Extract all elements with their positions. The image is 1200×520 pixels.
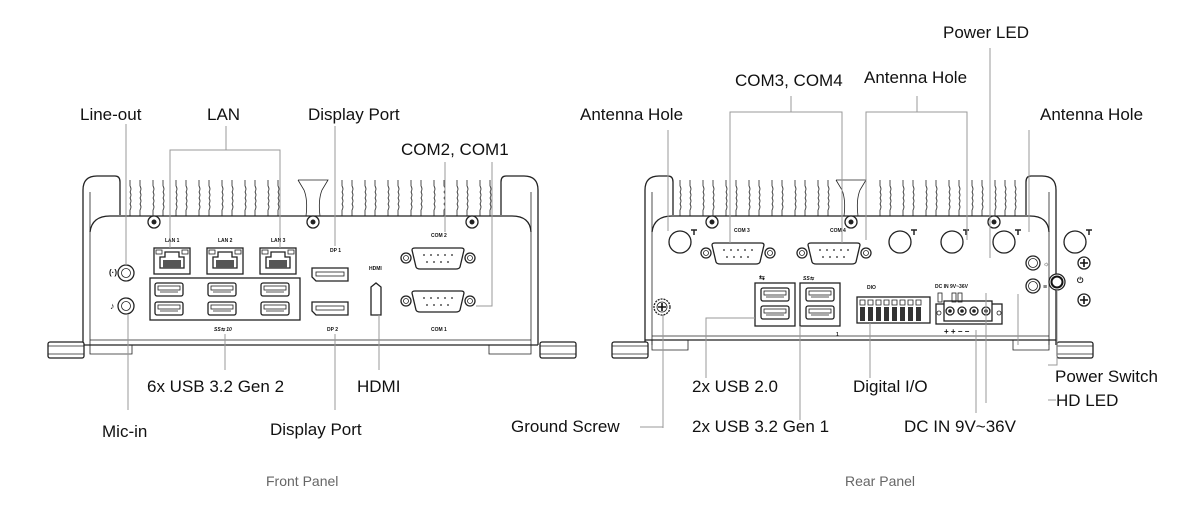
antenna-hole[interactable] xyxy=(1063,229,1093,254)
usb-port[interactable] xyxy=(260,301,290,316)
power-icon: ⏻ xyxy=(1077,276,1084,285)
callout-mic-in: Mic-in xyxy=(102,422,147,441)
dc-polarity-label: + + − − xyxy=(944,327,970,336)
callout-display-port-bottom: Display Port xyxy=(270,420,362,439)
rear-panel-caption: Rear Panel xyxy=(845,473,915,489)
ground-screw[interactable] xyxy=(653,298,671,316)
line-out-jack[interactable] xyxy=(117,264,135,282)
digital-io-terminal[interactable] xyxy=(856,296,931,324)
mounting-foot xyxy=(611,341,649,359)
callout-power-led: Power LED xyxy=(943,23,1029,42)
com3-port[interactable] xyxy=(700,242,776,265)
disk-icon: ≡ xyxy=(1043,284,1047,291)
front-leader-lines xyxy=(125,124,493,410)
lan1-label: LAN 1 xyxy=(165,238,180,244)
callout-lan: LAN xyxy=(207,105,240,124)
callout-dc-in: DC IN 9V~36V xyxy=(904,417,1017,436)
callout-power-switch: Power Switch xyxy=(1055,367,1158,386)
com4-label: COM 4 xyxy=(830,228,846,234)
callout-antenna-middle: Antenna Hole xyxy=(864,68,967,87)
dp2-port[interactable] xyxy=(311,301,349,316)
dio-pin1-label: 1 xyxy=(836,332,839,338)
chassis-screw xyxy=(705,215,719,229)
panel-screw xyxy=(1077,256,1091,270)
hdmi-label: HDMI xyxy=(369,266,382,272)
lan3-port[interactable] xyxy=(259,247,297,275)
callout-digital-io: Digital I/O xyxy=(853,377,928,396)
com2-label: COM 2 xyxy=(431,233,447,239)
antenna-hole[interactable] xyxy=(940,229,970,254)
usb-port[interactable] xyxy=(260,282,290,297)
mounting-foot xyxy=(47,341,85,359)
usb-icon: ⇆ xyxy=(759,274,765,282)
usb-block xyxy=(149,277,301,321)
chassis-screw xyxy=(844,215,858,229)
usb32-port[interactable] xyxy=(805,287,835,302)
dp1-label: DP 1 xyxy=(330,248,341,254)
callout-antenna-right: Antenna Hole xyxy=(1040,105,1143,124)
mounting-foot xyxy=(539,341,577,359)
usb32-port[interactable] xyxy=(805,305,835,320)
usb-port[interactable] xyxy=(207,301,237,316)
callout-com2-com1: COM2, COM1 xyxy=(401,140,509,159)
rear-leader-lines xyxy=(662,48,1058,428)
usb20-port[interactable] xyxy=(760,287,790,302)
usb-port[interactable] xyxy=(154,301,184,316)
callout-hdmi: HDMI xyxy=(357,377,400,396)
power-switch[interactable] xyxy=(1048,273,1066,291)
hdmi-port[interactable] xyxy=(370,282,382,316)
usb20-block xyxy=(754,282,796,327)
callout-hd-led: HD LED xyxy=(1056,391,1118,410)
callout-usb20: 2x USB 2.0 xyxy=(692,377,778,396)
dc-in-label: DC IN 9V~36V xyxy=(935,284,969,290)
usb32-block xyxy=(799,282,841,327)
com1-port[interactable] xyxy=(400,290,476,313)
callout-usb32-gen2: 6x USB 3.2 Gen 2 xyxy=(147,377,284,396)
front-panel-drawing: (·) ♪ LAN 1 LAN 2 LAN 3 SS⇆ 10 DP 1 DP 2… xyxy=(47,175,577,359)
callout-line-out: Line-out xyxy=(80,105,142,124)
mic-in-jack[interactable] xyxy=(117,297,135,315)
antenna-hole[interactable] xyxy=(668,229,698,254)
hd-led xyxy=(1025,278,1041,294)
callout-com3-com4: COM3, COM4 xyxy=(735,71,843,90)
callout-usb32-gen1: 2x USB 3.2 Gen 1 xyxy=(692,417,829,436)
antenna-hole[interactable] xyxy=(888,229,918,254)
panel-screw xyxy=(1077,293,1091,307)
usb-superspeed-icon: SS⇆ 10 xyxy=(214,327,232,333)
dio-label: DIO xyxy=(867,285,876,291)
com4-port[interactable] xyxy=(796,242,872,265)
line-out-icon: (·) xyxy=(109,268,117,277)
microphone-icon: ♪ xyxy=(110,301,115,311)
com1-label: COM 1 xyxy=(431,327,447,333)
usb-port[interactable] xyxy=(154,282,184,297)
mounting-foot xyxy=(1056,341,1094,359)
chassis-screw xyxy=(147,215,161,229)
dp2-label: DP 2 xyxy=(327,327,338,333)
chassis-screw xyxy=(306,215,320,229)
usb-port[interactable] xyxy=(207,282,237,297)
antenna-hole[interactable] xyxy=(992,229,1022,254)
callout-display-port-top: Display Port xyxy=(308,105,400,124)
com2-port[interactable] xyxy=(400,247,476,270)
dc-in-terminal[interactable] xyxy=(935,292,1003,325)
com3-label: COM 3 xyxy=(734,228,750,234)
lan1-port[interactable] xyxy=(153,247,191,275)
lan2-port[interactable] xyxy=(206,247,244,275)
usb-superspeed-icon: SS⇆ xyxy=(803,276,815,282)
front-panel-caption: Front Panel xyxy=(266,473,338,489)
lan3-label: LAN 3 xyxy=(271,238,286,244)
usb20-port[interactable] xyxy=(760,305,790,320)
lan2-label: LAN 2 xyxy=(218,238,233,244)
callout-antenna-left: Antenna Hole xyxy=(580,105,683,124)
chassis-screw xyxy=(465,215,479,229)
callout-ground-screw: Ground Screw xyxy=(511,417,620,436)
rear-panel-drawing: COM 3 COM 4 ⇆ SS⇆ DIO xyxy=(611,175,1094,359)
dp1-port[interactable] xyxy=(311,267,349,282)
power-led xyxy=(1025,255,1041,271)
bulb-icon: ☼ xyxy=(1043,261,1049,268)
